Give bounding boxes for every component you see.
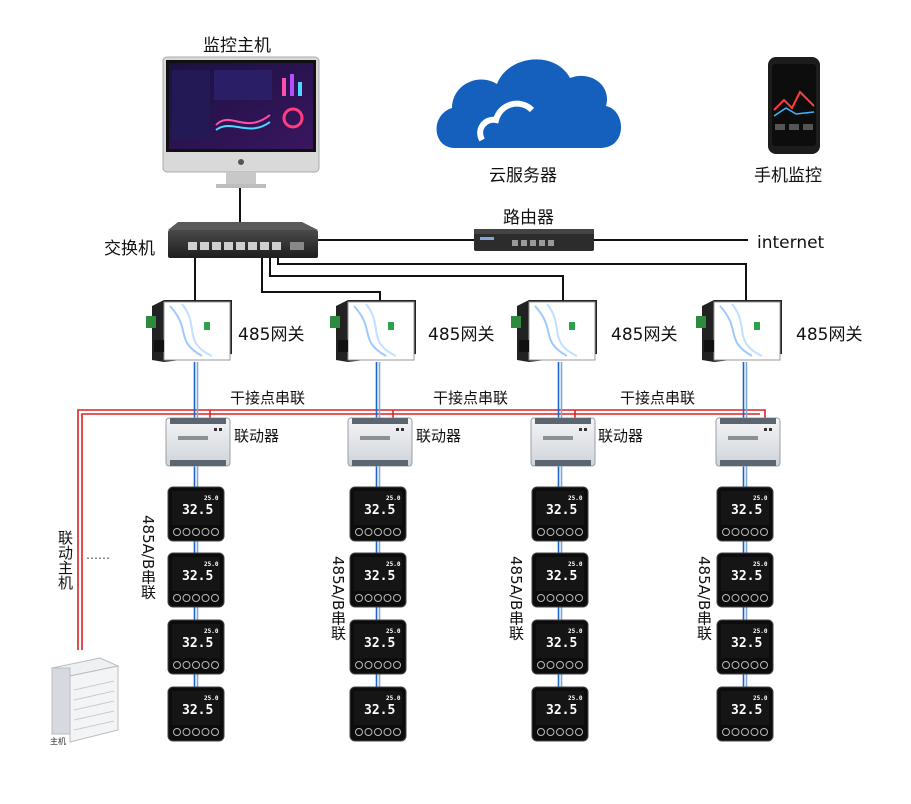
thermostat-reading: 32.5: [364, 569, 395, 584]
thermostat-4-2: 32.525.0: [716, 552, 774, 608]
thermostat-reading: 32.5: [182, 703, 213, 718]
switch-device: [168, 222, 318, 258]
thermostat-small-reading: 25.0: [753, 695, 768, 702]
thermostat-small-reading: 25.0: [568, 495, 583, 502]
thermostat-reading: 32.5: [182, 569, 213, 584]
internet-label: internet: [757, 233, 825, 253]
linkage-device-4: [715, 417, 781, 467]
thermostat-reading: 32.5: [364, 703, 395, 718]
ellipsis-text: ……: [86, 548, 110, 562]
router-label: 路由器: [503, 208, 554, 228]
thermostat-reading: 32.5: [182, 503, 213, 518]
thermostat-small-reading: 25.0: [568, 628, 583, 635]
rs485-series-label-1: 485A/B串联: [139, 515, 157, 600]
gateway-label-1: 485网关: [238, 325, 305, 345]
gateway-device-3: [511, 300, 597, 362]
thermostat-small-reading: 25.0: [204, 495, 219, 502]
phone-monitor-label: 手机监控: [754, 166, 822, 186]
rs485-wires: [193, 362, 748, 690]
linkage-device-1: [165, 417, 231, 467]
rs485-series-label-3: 485A/B串联: [507, 556, 525, 641]
linkage-label-2: 联动器: [416, 427, 462, 445]
thermostat-reading: 32.5: [364, 636, 395, 651]
thermostat-3-4: 32.525.0: [531, 686, 589, 742]
linkage-device-2: [347, 417, 413, 467]
thermostat-2-2: 32.525.0: [349, 552, 407, 608]
thermostat-reading: 32.5: [731, 503, 762, 518]
dry-contact-wire: [77, 409, 766, 650]
phone-icon: [768, 57, 820, 154]
host-small-label: 主机: [50, 737, 66, 746]
thermostat-4-3: 32.525.0: [716, 619, 774, 675]
rs485-series-label-2: 485A/B串联: [329, 556, 347, 641]
cloud-icon: [436, 59, 622, 148]
thermostat-small-reading: 25.0: [204, 695, 219, 702]
thermostat-small-reading: 25.0: [386, 495, 401, 502]
rs485-series-label-4: 485A/B串联: [695, 556, 713, 641]
thermostat-small-reading: 25.0: [753, 495, 768, 502]
thermostat-small-reading: 25.0: [753, 628, 768, 635]
thermostat-small-reading: 25.0: [568, 695, 583, 702]
router-device: [474, 229, 594, 251]
monitor-host-device: [162, 56, 320, 188]
thermostat-4-4: 32.525.0: [716, 686, 774, 742]
gateway-label-2: 485网关: [428, 325, 495, 345]
thermostat-reading: 32.5: [546, 703, 577, 718]
linkage-device-3: [530, 417, 596, 467]
thermostat-small-reading: 25.0: [568, 561, 583, 568]
thermostat-small-reading: 25.0: [204, 628, 219, 635]
thermostat-reading: 32.5: [731, 703, 762, 718]
thermostat-small-reading: 25.0: [753, 561, 768, 568]
thermostat-1-3: 32.525.0: [167, 619, 225, 675]
thermostat-3-2: 32.525.0: [531, 552, 589, 608]
thermostat-2-3: 32.525.0: [349, 619, 407, 675]
outdoor-host-unit: [50, 657, 120, 743]
thermostat-reading: 32.5: [546, 569, 577, 584]
dry-contact-label-1: 干接点串联: [230, 389, 306, 407]
thermostat-small-reading: 25.0: [204, 561, 219, 568]
thermostat-reading: 32.5: [546, 636, 577, 651]
thermostat-1-2: 32.525.0: [167, 552, 225, 608]
thermostat-reading: 32.5: [364, 503, 395, 518]
gateway-device-2: [330, 300, 416, 362]
linkage-host-label: 联动主机: [56, 530, 74, 590]
thermostat-2-1: 32.525.0: [349, 486, 407, 542]
gateway-label-4: 485网关: [796, 325, 863, 345]
thermostat-small-reading: 25.0: [386, 561, 401, 568]
thermostat-reading: 32.5: [182, 636, 213, 651]
linkage-label-1: 联动器: [234, 427, 280, 445]
dry-contact-label-3: 干接点串联: [620, 389, 696, 407]
dry-contact-label-2: 干接点串联: [433, 389, 509, 407]
thermostat-small-reading: 25.0: [386, 628, 401, 635]
thermostat-small-reading: 25.0: [386, 695, 401, 702]
thermostat-2-4: 32.525.0: [349, 686, 407, 742]
linkage-label-3: 联动器: [598, 427, 644, 445]
gateway-label-3: 485网关: [611, 325, 678, 345]
thermostat-4-1: 32.525.0: [716, 486, 774, 542]
thermostat-3-3: 32.525.0: [531, 619, 589, 675]
thermostat-3-1: 32.525.0: [531, 486, 589, 542]
cloud-server-label: 云服务器: [489, 166, 557, 186]
thermostat-reading: 32.5: [546, 503, 577, 518]
switch-label: 交换机: [104, 239, 155, 259]
thermostat-1-1: 32.525.0: [167, 486, 225, 542]
gateway-device-4: [696, 300, 782, 362]
thermostat-1-4: 32.525.0: [167, 686, 225, 742]
thermostat-reading: 32.5: [731, 636, 762, 651]
thermostat-reading: 32.5: [731, 569, 762, 584]
gateway-device-1: [146, 300, 232, 362]
monitor-host-label: 监控主机: [203, 36, 271, 56]
network-wires: [194, 188, 748, 300]
